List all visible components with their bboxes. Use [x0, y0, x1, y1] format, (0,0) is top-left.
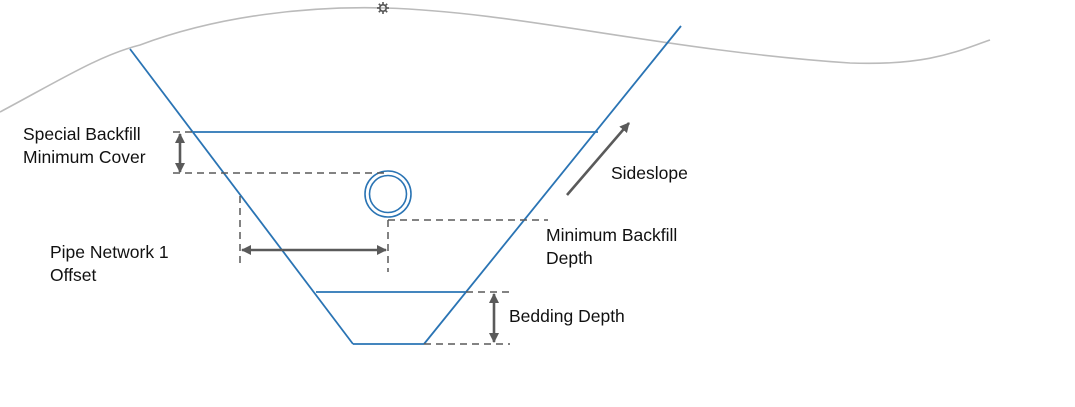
gear-icon: [377, 2, 389, 14]
pipe-offset-label-line2: Offset: [50, 265, 97, 285]
sideslope-label: Sideslope: [611, 163, 688, 183]
sideslope-arrow: [566, 122, 630, 196]
min-backfill-label-line2: Depth: [546, 248, 593, 268]
special-backfill-label-line2: Minimum Cover: [23, 147, 146, 167]
pipe-offset-label-line1: Pipe Network 1: [50, 242, 169, 262]
trench-left-wall: [129, 48, 354, 345]
special-backfill-label-line1: Special Backfill: [23, 124, 141, 144]
trench-right-wall: [423, 25, 682, 345]
min-backfill-label-line1: Minimum Backfill: [546, 225, 677, 245]
bedding-depth-label: Bedding Depth: [509, 306, 625, 326]
pipe-circle-icon: [364, 170, 412, 218]
trench-outline: [129, 25, 682, 345]
dimension-arrows: [175, 122, 630, 343]
dimension-guides: [173, 131, 548, 345]
ground-surface-line: [0, 6, 991, 113]
